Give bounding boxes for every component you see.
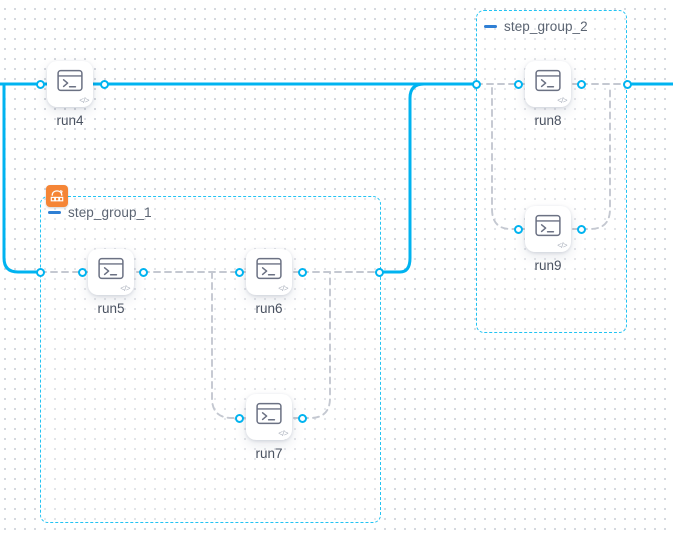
- minus-dash-icon[interactable]: [484, 25, 497, 28]
- code-glyph-icon: </>: [557, 241, 567, 250]
- code-glyph-icon: </>: [120, 284, 130, 293]
- port-run4-out[interactable]: [99, 79, 109, 89]
- group-label: step_group_1: [68, 205, 152, 220]
- port-run7-in[interactable]: [234, 413, 244, 423]
- node-label-run6: run6: [255, 301, 283, 316]
- port-run7-out[interactable]: [297, 413, 307, 423]
- node-label-run7: run7: [255, 446, 283, 461]
- terminal-icon: [535, 69, 561, 97]
- port-grp1-in[interactable]: [35, 267, 45, 277]
- port-run6-in[interactable]: [234, 267, 244, 277]
- port-grp2-in[interactable]: [471, 79, 481, 89]
- group-header-step_group_1[interactable]: step_group_1: [48, 205, 152, 220]
- node-run9[interactable]: </> run9: [525, 206, 571, 273]
- node-run5[interactable]: </> run5: [88, 249, 134, 316]
- port-grp2-out[interactable]: [622, 79, 632, 89]
- port-grp1-out[interactable]: [374, 267, 384, 277]
- node-label-run9: run9: [534, 258, 562, 273]
- node-label-run4: run4: [56, 113, 84, 128]
- node-label-run5: run5: [97, 301, 125, 316]
- terminal-icon: [57, 69, 83, 97]
- group-header-step_group_2[interactable]: step_group_2: [484, 19, 588, 34]
- port-run6-out[interactable]: [297, 267, 307, 277]
- node-label-run8: run8: [534, 113, 562, 128]
- group-label: step_group_2: [504, 19, 588, 34]
- node-run6[interactable]: </> run6: [246, 249, 292, 316]
- code-glyph-icon: </>: [79, 96, 89, 105]
- port-run5-out[interactable]: [138, 267, 148, 277]
- port-run9-in[interactable]: [513, 224, 523, 234]
- minus-dash-icon[interactable]: [48, 211, 61, 214]
- terminal-icon: [256, 257, 282, 285]
- code-glyph-icon: </>: [278, 284, 288, 293]
- port-run9-out[interactable]: [576, 224, 586, 234]
- node-run8[interactable]: </> run8: [525, 61, 571, 128]
- terminal-icon: [98, 257, 124, 285]
- edge-edge-branch-down-to-grp1[interactable]: [2, 82, 42, 274]
- terminal-icon: [535, 214, 561, 242]
- group-box-step_group_1[interactable]: [40, 196, 381, 523]
- code-glyph-icon: </>: [557, 96, 567, 105]
- port-run5-in[interactable]: [77, 267, 87, 277]
- node-run4[interactable]: </> run4: [47, 61, 93, 128]
- port-run8-out[interactable]: [576, 79, 586, 89]
- edge-edge-grp1-out-up[interactable]: [377, 82, 462, 274]
- step-functions-badge-icon[interactable]: [46, 185, 68, 207]
- port-run8-in[interactable]: [513, 79, 523, 89]
- group-box-step_group_2[interactable]: [476, 10, 627, 333]
- terminal-icon: [256, 402, 282, 430]
- port-run4-in[interactable]: [35, 79, 45, 89]
- code-glyph-icon: </>: [278, 429, 288, 438]
- node-run7[interactable]: </> run7: [246, 394, 292, 461]
